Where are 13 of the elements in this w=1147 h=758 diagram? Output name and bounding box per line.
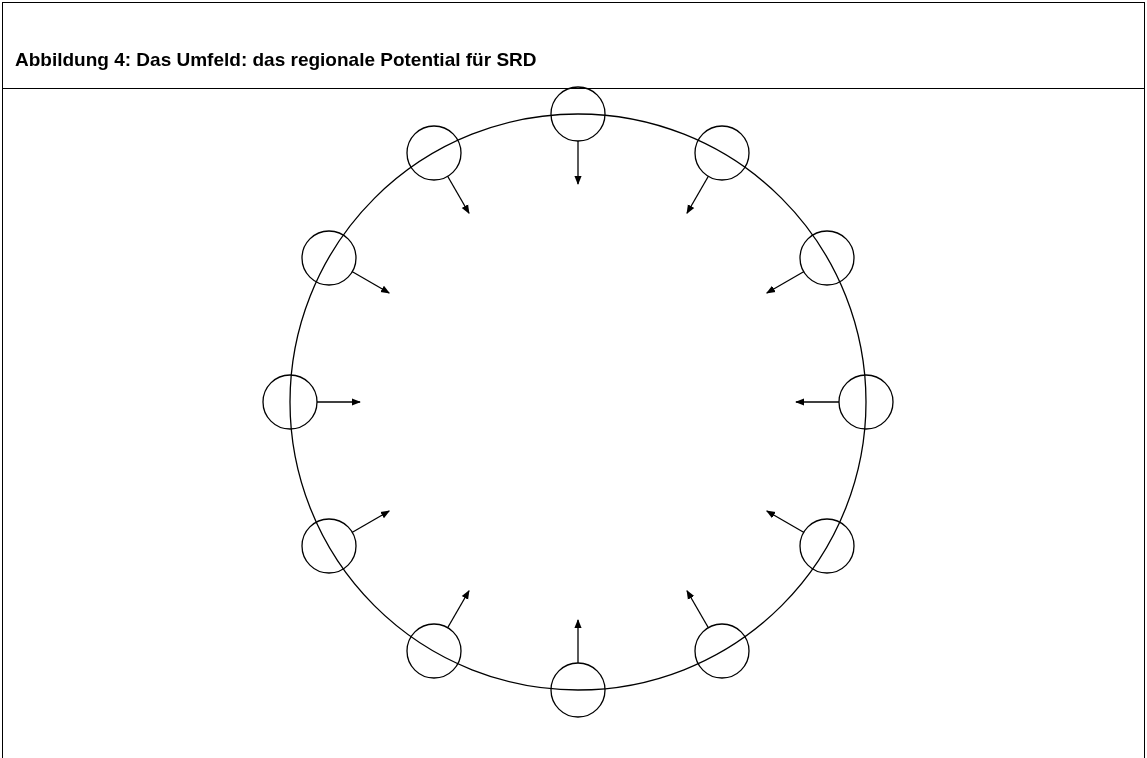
arrow <box>766 270 805 294</box>
arrow <box>574 140 582 185</box>
figure-title: Abbildung 4: Das Umfeld: das regionale Potential für SRD <box>15 49 537 71</box>
arrow <box>795 398 840 406</box>
arrow <box>766 510 805 534</box>
arrow <box>316 398 361 406</box>
arrow <box>686 175 710 214</box>
arrow <box>446 175 470 214</box>
arrow <box>574 619 582 664</box>
arrow <box>351 270 390 294</box>
arrow <box>686 590 710 629</box>
arrow <box>351 510 390 534</box>
arrow <box>446 590 470 629</box>
